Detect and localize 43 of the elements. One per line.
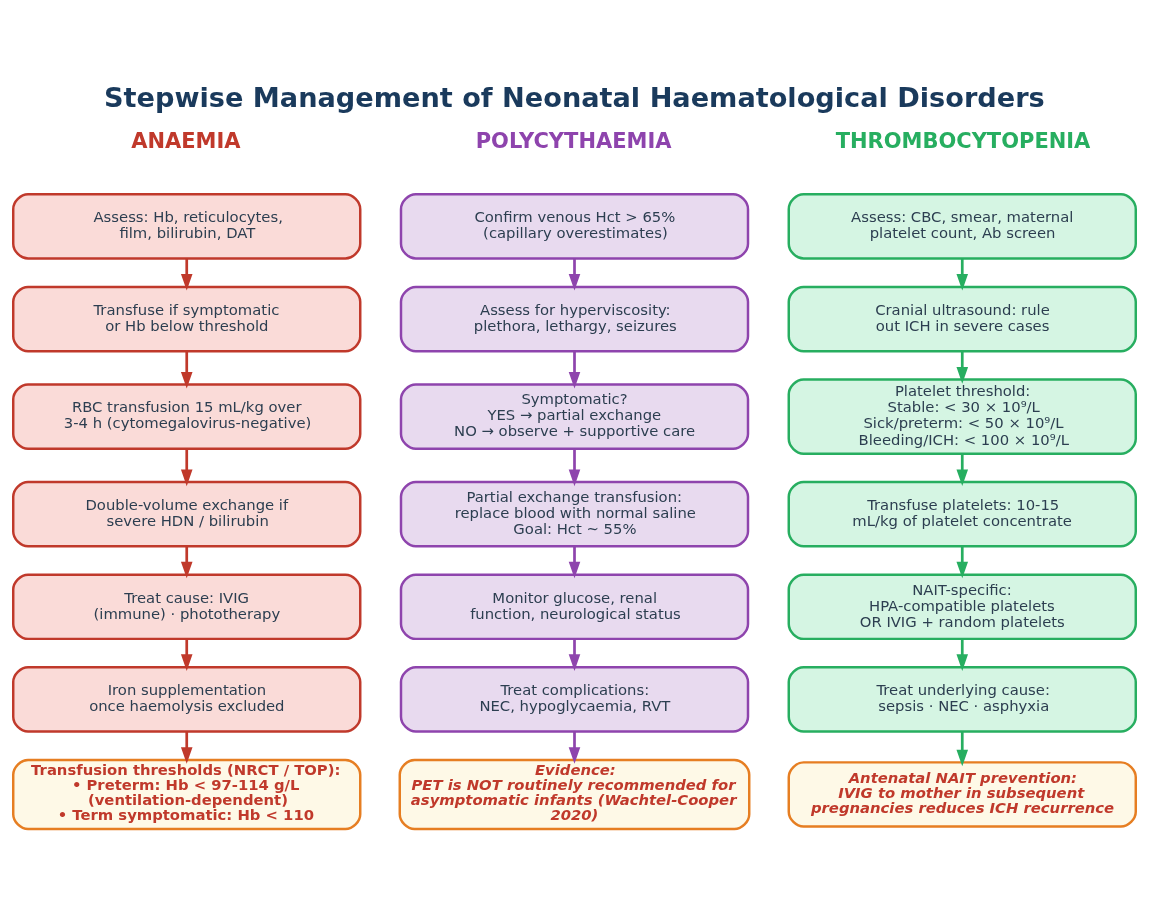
node-box: Transfuse platelets: 10-15 mL/kg of platelet concentrate <box>787 480 1137 548</box>
node-box: Treat complications: NEC, hypoglycaemia, RVT <box>399 666 750 733</box>
node-box: Treat cause: IVIG (immune) · phototherapy <box>12 573 362 641</box>
node-box: Platelet threshold: Stable: < 30 × 10⁹/L Sick/preterm: < 50 × 10⁹/L Bleeding/ICH: < 100 × 10⁹/L <box>787 378 1137 455</box>
node-box: Assess for hyperviscosity: plethora, lethargy, seizures <box>399 285 750 353</box>
arrow <box>956 351 969 384</box>
label: THROMBOCYTOPENIA <box>835 128 1091 153</box>
label: ANAEMIA <box>131 128 241 153</box>
label: POLYCYTHAEMIA <box>475 128 672 153</box>
node-box: Iron supplementation once haemolysis excluded <box>12 666 362 733</box>
node-box: Partial exchange transfusion: replace blood with normal saline Goal: Hct ~ 55% <box>399 480 750 548</box>
node-box: NAIT-specific: HPA-compatible platelets OR IVIG + random platelets <box>787 573 1137 641</box>
node-box: Cranial ultrasound: rule out ICH in severe cases <box>787 285 1137 353</box>
node-box: Transfuse if symptomatic or Hb below threshold <box>12 285 362 353</box>
node-box: Double-volume exchange if severe HDN / bilirubin <box>12 480 362 548</box>
arrow <box>568 732 581 764</box>
diagram-title: Stepwise Management of Neonatal Haematological Disorders <box>104 82 1045 114</box>
node-box: Evidence: PET is NOT routinely recommended for asymptomatic infants (Wachtel-Cooper 2020) <box>398 758 751 831</box>
node-box: Treat underlying cause: sepsis · NEC · asphyxia <box>787 666 1137 733</box>
arrow <box>956 258 969 291</box>
node-box: Monitor glucose, renal function, neurological status <box>399 573 750 641</box>
arrow <box>180 351 193 389</box>
arrow <box>180 546 193 579</box>
node-box: Antenatal NAIT prevention: IVIG to mother in subsequent pregnancies reduces ICH recurrence <box>787 761 1137 828</box>
node-box: Assess: Hb, reticulocytes, film, bilirubin, DAT <box>12 193 362 260</box>
arrow <box>568 258 581 291</box>
node-box: Symptomatic? YES → partial exchange NO → observe + supportive care <box>399 383 750 450</box>
node-box: Confirm venous Hct > 65% (capillary overestimates) <box>399 193 750 260</box>
arrow <box>956 639 969 671</box>
arrow <box>956 732 969 767</box>
arrow <box>568 351 581 389</box>
arrow <box>568 546 581 579</box>
arrow <box>956 546 969 579</box>
arrow <box>180 258 193 291</box>
arrow <box>568 639 581 671</box>
node-box: Transfusion thresholds (NRCT / TOP): • Preterm: Hb < 97-114 g/L (ventilation-dependent) • Term symptomatic: Hb < 110 <box>12 758 362 831</box>
arrow <box>568 448 581 487</box>
arrow <box>180 448 193 487</box>
arrow <box>180 732 193 764</box>
node-box: RBC transfusion 15 mL/kg over 3-4 h (cytomegalovirus-negative) <box>12 383 362 450</box>
arrow <box>180 639 193 671</box>
arrow <box>956 453 969 486</box>
node-box: Assess: CBC, smear, maternal platelet count, Ab screen <box>787 193 1137 260</box>
